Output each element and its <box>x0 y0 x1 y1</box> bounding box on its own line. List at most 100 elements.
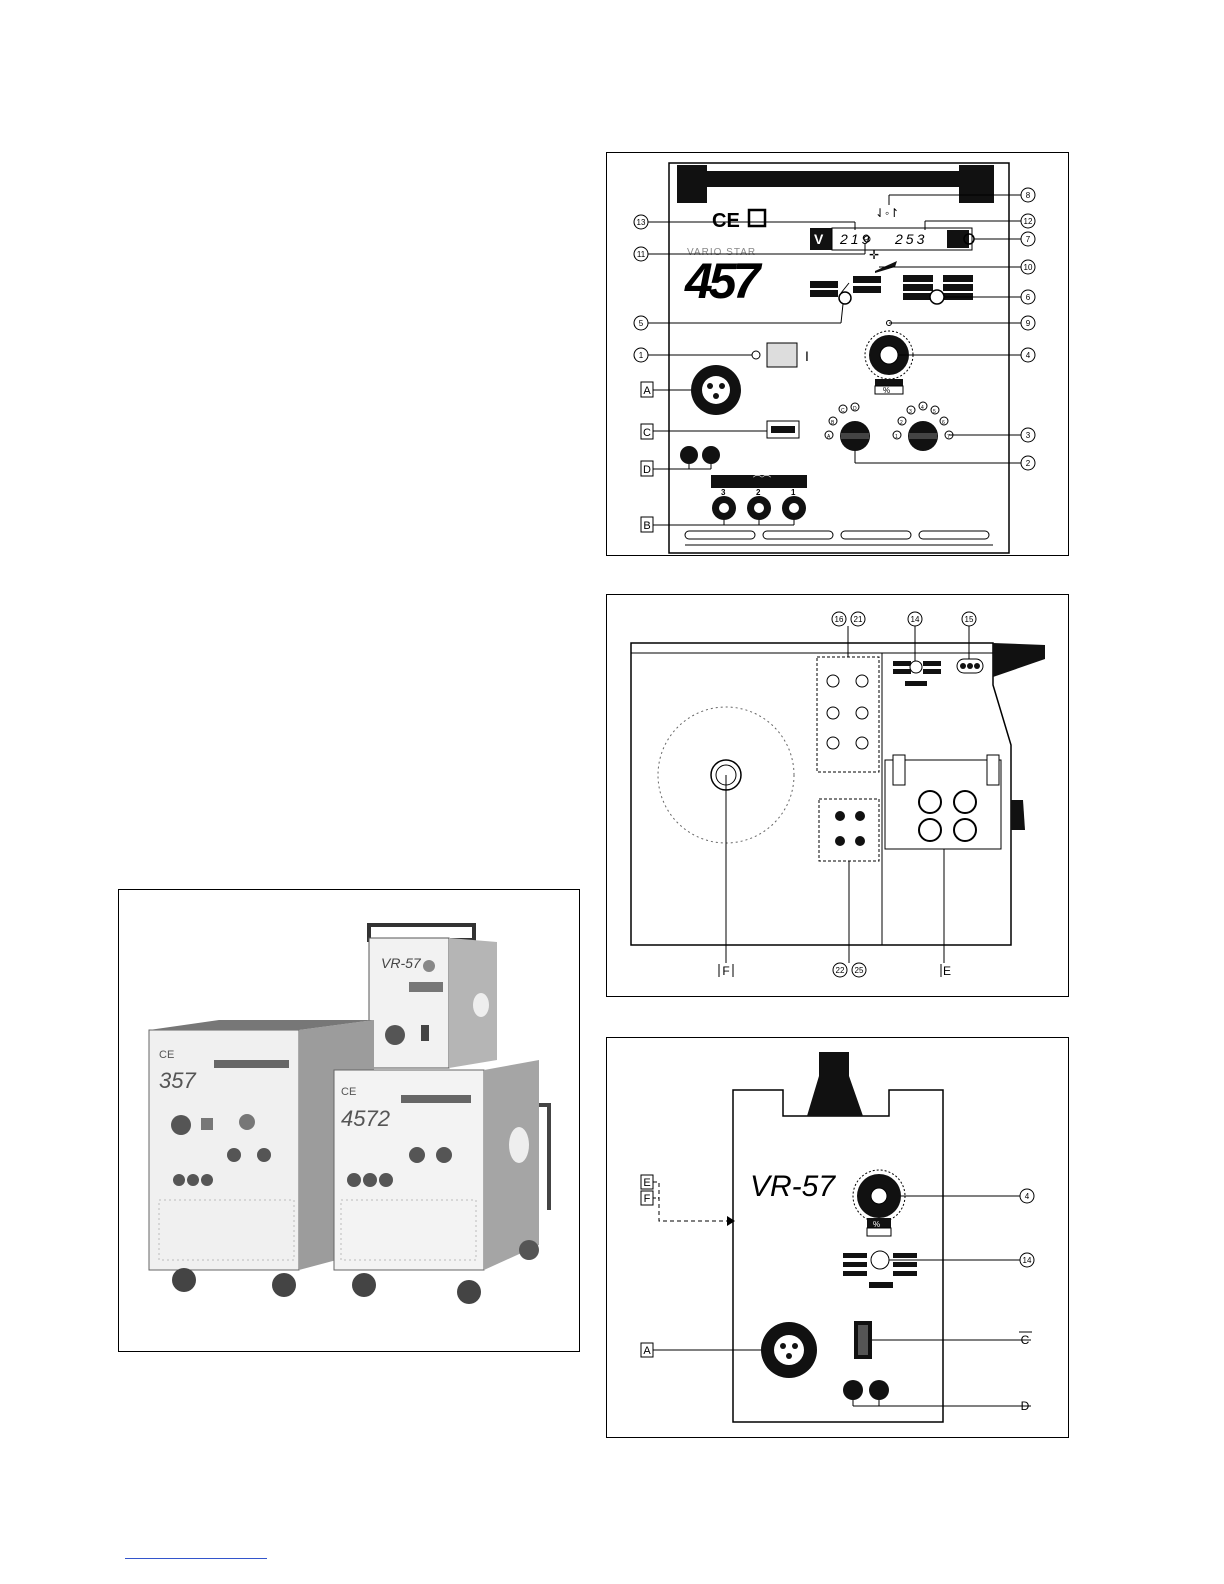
photo-unit-457-side <box>484 1060 539 1270</box>
selector6-label-a <box>903 275 933 282</box>
photo-feeder-connector <box>421 1025 429 1041</box>
callout-25-label: 25 <box>855 966 864 975</box>
choke-socket-1-hole <box>789 503 799 513</box>
vent-3 <box>841 531 911 539</box>
letter-c: C <box>643 427 651 439</box>
vent-4 <box>919 531 989 539</box>
callout-13-label: 13 <box>637 218 646 227</box>
photo-357-ce: CE <box>159 1049 174 1061</box>
led-15a <box>960 663 966 669</box>
photo-feeder-dial <box>423 960 435 972</box>
callout-1-label: 1 <box>639 351 644 360</box>
leader-5b <box>841 304 843 323</box>
knob3-pointer <box>909 433 937 439</box>
feeder-sel14-g <box>869 1282 893 1288</box>
feeder-sel14-e <box>893 1262 917 1267</box>
feeder-dial4-label-b <box>867 1228 891 1236</box>
trimmer-23[interactable] <box>855 811 865 821</box>
pot-18[interactable] <box>827 707 839 719</box>
photo-cart-wheel <box>519 1240 539 1260</box>
coil-symbol-icon: ⌒⌒ <box>753 475 771 485</box>
photo-feeder-badge <box>473 993 489 1017</box>
photo-457-wheel-rear <box>457 1280 481 1304</box>
class-box-icon <box>749 210 765 226</box>
feeder-model-label: VR-57 <box>750 1170 836 1203</box>
main-switch[interactable] <box>767 343 797 367</box>
side-housing <box>631 643 1011 945</box>
drive-roller-1 <box>919 791 941 813</box>
photo-457-choke-3 <box>379 1173 393 1187</box>
side-latch <box>1011 800 1025 830</box>
letter-d: D <box>643 464 651 476</box>
dial4-pct: % <box>883 386 890 395</box>
photo-357-choke-2 <box>187 1174 199 1186</box>
feeder-fuse-d2 <box>869 1380 889 1400</box>
photo-457-model: 4572 <box>341 1106 390 1131</box>
selector6-label-b <box>903 284 933 291</box>
drive-roller-2 <box>954 791 976 813</box>
photo-357-knob-a <box>227 1148 241 1162</box>
fuse-d2 <box>702 446 720 464</box>
selector5-knob[interactable] <box>839 292 851 304</box>
photo-457-choke-1 <box>347 1173 361 1187</box>
callout-15-label: 15 <box>965 615 974 624</box>
pot-17[interactable] <box>856 675 868 687</box>
trimmer-22[interactable] <box>835 811 845 821</box>
callout-3-label: 3 <box>1026 431 1031 440</box>
photo-357-socket <box>171 1115 191 1135</box>
callout-6-label: 6 <box>1026 293 1031 302</box>
feeder-socket-pin-2 <box>792 1343 798 1349</box>
trimmer-25[interactable] <box>855 836 865 846</box>
feeder-letter-e: E <box>643 1177 650 1189</box>
callout-11-label: 11 <box>637 250 646 259</box>
feeder-selector14-knob[interactable] <box>871 1251 889 1269</box>
gas-symbol-icon: ⇃◦↾ <box>875 206 899 220</box>
letter-a: A <box>643 385 651 397</box>
knob2-pos-d-label: D <box>853 406 857 412</box>
product-photo-figure: VR-57 CE 357 CE 4572 <box>118 889 580 1352</box>
selector5-label-b <box>810 290 838 297</box>
feeder-callout-14-label: 14 <box>1023 1256 1032 1265</box>
photo-457-badge <box>509 1127 529 1163</box>
callout-21-label: 21 <box>854 615 863 624</box>
feeder-socket-pin-3 <box>786 1353 792 1359</box>
sel14-label-a <box>893 661 911 666</box>
trimmer-box <box>819 799 879 861</box>
drive-roller-4 <box>954 819 976 841</box>
pot-20[interactable] <box>827 737 839 749</box>
trimmer-24[interactable] <box>835 836 845 846</box>
choke-socket-2-hole <box>754 503 764 513</box>
dial4-knob[interactable] <box>880 346 898 364</box>
knob3-pos-3-label: 3 <box>909 409 912 415</box>
knob2-pointer <box>841 433 869 439</box>
pot-19[interactable] <box>856 707 868 719</box>
knob3-pos-6-label: 6 <box>942 420 945 426</box>
ef-dashed-arrow <box>653 1182 727 1221</box>
socket-3-label: 3 <box>721 488 726 497</box>
selector14-knob[interactable] <box>910 661 922 673</box>
photo-457-knob-b <box>436 1147 452 1163</box>
photo-feeder-socket <box>385 1025 405 1045</box>
selector6-knob[interactable] <box>930 290 944 304</box>
socket-a-pin-3 <box>713 393 719 399</box>
letter-e-bottom: E <box>943 964 951 978</box>
socket-2-label: 2 <box>756 488 761 497</box>
selector6-label-d <box>943 275 973 282</box>
vent-1 <box>685 531 755 539</box>
readout-right: 253 <box>894 231 927 247</box>
photo-357-dial <box>239 1114 255 1130</box>
feeder-fuse-d1 <box>843 1380 863 1400</box>
feeder-dial4-knob[interactable] <box>871 1188 887 1204</box>
selector5-label-a <box>810 281 838 288</box>
knob3-pos-4-label: 4 <box>921 405 924 411</box>
photo-357-wheel-rear <box>272 1273 296 1297</box>
pot-16[interactable] <box>827 675 839 687</box>
photo-457-ce: CE <box>341 1086 356 1098</box>
pot-21[interactable] <box>856 737 868 749</box>
led-15b <box>967 663 973 669</box>
feeder-socket-a-inner <box>774 1335 804 1365</box>
selector5-label-d <box>853 286 881 293</box>
photo-357-choke-3 <box>201 1174 213 1186</box>
photo-457-display <box>401 1095 471 1103</box>
letter-b: B <box>643 520 650 532</box>
